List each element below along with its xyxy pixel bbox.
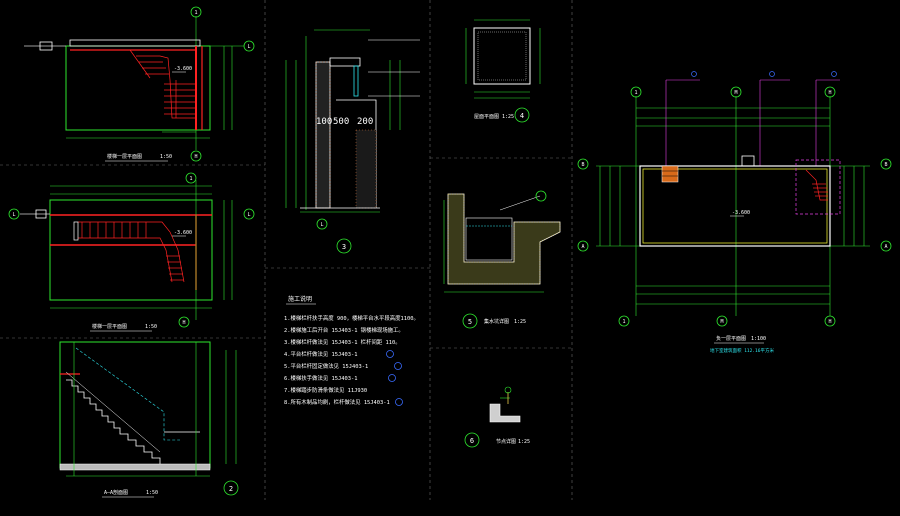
- svg-text:H: H: [182, 320, 185, 326]
- scale-detail6: 1:25: [518, 439, 530, 445]
- detail-6-node: 节点详图 1:25 6: [464, 386, 530, 448]
- axis-tag-1-mid-top: 1: [185, 172, 197, 184]
- scale-mid-stair: 1:50: [145, 324, 157, 330]
- upper-stair-plan: -3.600 楼梯一层平面图 1:50 1 H L: [24, 6, 255, 162]
- axis-tag-m-plan-bottom: M: [716, 315, 728, 327]
- dim-200: 200: [357, 117, 373, 127]
- svg-text:6: 6: [470, 437, 474, 445]
- level-mark-main: -3.600: [732, 210, 750, 216]
- axis-tag-1-bottom: H: [190, 150, 202, 162]
- axis-tag-a-plan-right: A: [880, 240, 892, 252]
- scale-detail5: 1:25: [514, 319, 526, 325]
- svg-text:M: M: [720, 319, 723, 325]
- detail-4: 屋面平面图 1:25 4: [465, 19, 541, 123]
- axis-tag-b-plan-left: B: [577, 158, 589, 170]
- note-item-4: 4.平台栏杆做法见 15J403-1: [284, 350, 357, 358]
- svg-text:A: A: [581, 244, 584, 250]
- note-item-7: 7.楼梯踏步防滑条做法见 11J930: [284, 386, 367, 394]
- level-mark-mid: -3.600: [174, 230, 192, 236]
- detail-5-sump: 集水坑详图 1:25 5: [443, 190, 561, 329]
- svg-text:L: L: [12, 212, 15, 218]
- svg-text:4: 4: [520, 112, 524, 120]
- note-item-1: 1.楼梯栏杆扶手高度 900，楼梯平台水平段高度1100。: [284, 314, 419, 322]
- level-mark-upper: -3.600: [174, 66, 192, 72]
- axis-tag-l-mid: L: [243, 208, 255, 220]
- svg-text:1: 1: [634, 90, 637, 96]
- scale-section: 1:50: [146, 490, 158, 496]
- dim-500: 500: [333, 117, 349, 127]
- axis-tag-l-a: L: [243, 40, 255, 52]
- note-item-6: 6.楼梯扶手做法见 15J403-1: [284, 374, 357, 382]
- svg-text:1: 1: [194, 10, 197, 16]
- svg-text:1: 1: [622, 319, 625, 325]
- svg-text:L: L: [247, 212, 250, 218]
- svg-text:H: H: [828, 90, 831, 96]
- axis-tag-l-detail3: L: [316, 218, 328, 230]
- svg-text:3: 3: [342, 243, 346, 251]
- axis-tag-m-plan-top: M: [730, 86, 742, 98]
- svg-text:B: B: [581, 162, 584, 168]
- title-section: A—A剖面图: [104, 489, 128, 496]
- drawing-number-3: 3: [336, 238, 352, 254]
- title-detail5: 集水坑详图: [484, 318, 509, 325]
- scale-detail4: 1:25: [502, 114, 514, 120]
- scale-main-plan: 1:100: [751, 336, 766, 342]
- svg-text:H: H: [828, 319, 831, 325]
- note-item-2: 2.楼梯施工后开台 15J403-1 钢楼梯现场施工。: [284, 326, 404, 334]
- sheet-dividers: [0, 0, 573, 500]
- title-detail4: 屋面平面图: [474, 114, 499, 120]
- svg-text:M: M: [734, 90, 737, 96]
- svg-text:A: A: [884, 244, 887, 250]
- mid-stair-plan: -3.600 楼梯一层平面图 1:50 1 H L L: [8, 172, 255, 332]
- stair-section: A—A剖面图 1:50 2: [59, 341, 239, 498]
- title-upper-stair: 楼梯一层平面图: [107, 153, 142, 160]
- main-plan-area-note: 地下室建筑面积 112.16平方米: [710, 347, 774, 354]
- svg-text:L: L: [320, 222, 323, 228]
- svg-text:L: L: [247, 44, 250, 50]
- svg-text:H: H: [194, 154, 197, 160]
- drawing-number-5: 5: [462, 313, 478, 329]
- scale-upper-stair: 1:50: [160, 154, 172, 160]
- note-item-3: 3.楼梯栏杆做法见 15J403-1 栏杆间距 110。: [284, 338, 401, 346]
- svg-text:B: B: [884, 162, 887, 168]
- svg-text:2: 2: [229, 485, 233, 493]
- axis-tag-1-plan-bottom: 1: [618, 315, 630, 327]
- construction-notes: 施工说明 1.楼梯栏杆扶手高度 900，楼梯平台水平段高度1100。 2.楼梯施…: [284, 295, 419, 406]
- axis-tag-1-plan-top: 1: [630, 86, 642, 98]
- axis-tag-h-plan-top: H: [824, 86, 836, 98]
- svg-text:1: 1: [189, 176, 192, 182]
- notes-heading: 施工说明: [288, 295, 312, 303]
- drawing-number-4: 4: [514, 107, 530, 123]
- axis-tag-h-mid: H: [178, 316, 190, 328]
- svg-text:5: 5: [468, 318, 472, 326]
- title-detail6: 节点详图: [496, 438, 516, 445]
- drawing-number-6: 6: [464, 432, 480, 448]
- axis-tag-b-plan-right: B: [880, 158, 892, 170]
- axis-tag-a-plan-left: A: [577, 240, 589, 252]
- axis-tag-l-left: L: [8, 208, 20, 220]
- axis-tag-h-plan-bottom: H: [824, 315, 836, 327]
- title-mid-stair: 楼梯一层平面图: [92, 323, 127, 330]
- drawing-number-2: 2: [223, 480, 239, 496]
- note-item-8: 8.所有木制品均刷，栏杆做法见 15J403-1: [284, 398, 390, 406]
- wall-detail-3: 100 500 200 L 3: [285, 29, 420, 254]
- axis-tag-1-top: 1: [190, 6, 202, 18]
- title-main-plan: 负一层平面图: [716, 335, 746, 342]
- basement-plan: -3.600 1 M H 1 M H B: [577, 71, 892, 354]
- note-item-5: 5.平台栏杆固定做法见 15J403-1: [284, 362, 368, 370]
- dim-100: 100: [316, 117, 332, 127]
